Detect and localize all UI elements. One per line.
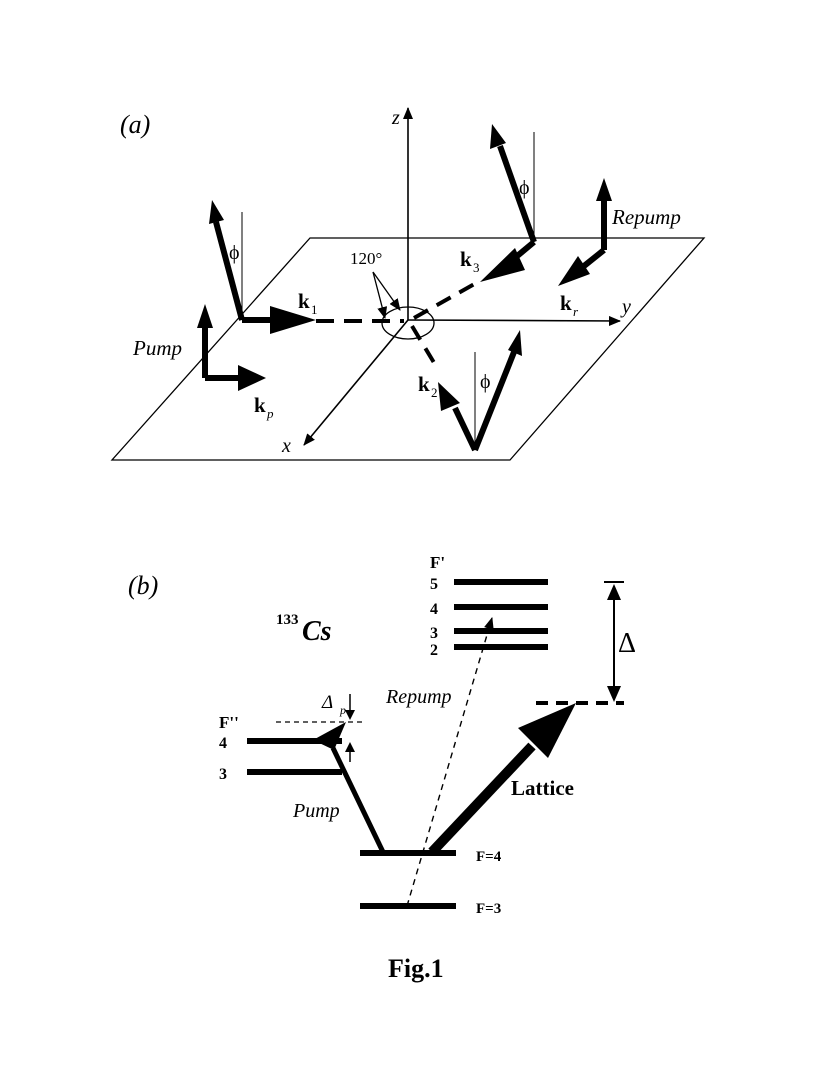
beam-k3-polarization-shaft — [497, 144, 537, 244]
phi-label-k2: ϕ — [480, 371, 491, 393]
beam-k2-polarization-shaft — [472, 350, 517, 452]
beam-k2-polarization-arrowhead — [508, 330, 522, 356]
delta-p-subscript: p — [339, 703, 346, 717]
k2-subscript: 2 — [431, 385, 438, 400]
y-axis-label: y — [620, 296, 631, 318]
lattice-transition-shaft — [428, 742, 536, 856]
beam-k3-dashed-path — [413, 280, 479, 320]
k1-subscript: 1 — [311, 302, 318, 317]
lattice-label: Lattice — [511, 776, 574, 800]
beam-k1: ϕ k 1 — [209, 200, 404, 334]
k3-label: k — [460, 247, 472, 271]
figure-caption: Fig.1 — [388, 954, 444, 983]
beam-pump: Pump k p — [132, 304, 274, 421]
angle-pointer-1 — [372, 271, 401, 311]
ground-f4-label: F=4 — [476, 849, 502, 865]
kp-label: k — [254, 393, 266, 417]
f-double-prime-level-3-label: 3 — [219, 766, 227, 783]
beam-k2-shaft — [452, 406, 478, 452]
pump-polarization-arrowhead — [197, 304, 213, 328]
beam-k3-arrowhead — [480, 248, 525, 282]
pump-label-b: Pump — [292, 800, 340, 822]
repump-label-b: Repump — [385, 686, 452, 708]
phi-label-k1: ϕ — [229, 242, 240, 264]
f-double-prime-label: F'' — [219, 713, 239, 732]
isotope-mass-number: 133 — [276, 612, 299, 628]
pump-transition-arrowhead — [313, 722, 346, 750]
k1-label: k — [298, 289, 310, 313]
repump-shaft — [582, 247, 606, 269]
kr-subscript: r — [573, 304, 579, 319]
beam-k2-dashed-path — [410, 324, 438, 368]
k2-label: k — [418, 372, 430, 396]
delta-arrowhead-bottom — [607, 686, 621, 702]
k3-subscript: 3 — [473, 260, 480, 275]
panel-a: (a) z y x 120° ϕ k 1 — [110, 107, 706, 461]
delta-label: Δ — [618, 628, 636, 659]
angle-pointer-2 — [372, 271, 388, 319]
delta-p-symbol: Δ — [321, 692, 333, 713]
kp-subscript: p — [266, 406, 274, 421]
horizontal-plane — [110, 237, 706, 461]
phi-label-k3: ϕ — [519, 177, 530, 199]
beam-k3-polarization-arrowhead — [490, 124, 506, 149]
panel-a-label: (a) — [120, 110, 150, 139]
f-prime-level-3-label: 3 — [430, 625, 438, 642]
f-prime-level-2-label: 2 — [430, 642, 438, 659]
f-double-prime-level-4-label: 4 — [219, 735, 227, 752]
beam-k2-arrowhead — [438, 382, 460, 411]
panel-b: (b) 133 Cs F' 5 4 3 2 Δ F'' 4 3 Δ p — [128, 553, 636, 917]
repump-polarization-arrowhead — [596, 178, 612, 201]
beam-k1-arrowhead — [270, 306, 316, 334]
delta-arrowhead-top — [607, 584, 621, 600]
angle-label: 120° — [350, 249, 382, 268]
z-axis-label: z — [391, 107, 400, 129]
repump-arrowhead — [558, 256, 590, 286]
x-axis-label: x — [281, 435, 291, 457]
ground-f3-label: F=3 — [476, 901, 501, 917]
delta-p-arrowhead-top — [345, 710, 355, 720]
f-prime-level-4-label: 4 — [430, 601, 438, 618]
y-axis — [407, 315, 621, 326]
isotope-symbol: Cs — [302, 616, 332, 647]
pump-arrowhead — [238, 365, 266, 391]
f-prime-level-5-label: 5 — [430, 576, 438, 593]
panel-b-label: (b) — [128, 571, 158, 600]
pump-transition-shaft — [330, 746, 386, 854]
f-prime-label: F' — [430, 553, 445, 572]
repump-label-a: Repump — [611, 205, 681, 229]
beam-repump: Repump k r — [558, 178, 681, 319]
lattice-transition-arrowhead — [518, 703, 576, 758]
beam-k3: ϕ k 3 — [413, 124, 537, 320]
pump-label-a: Pump — [132, 336, 182, 360]
beam-k1-polarization-shaft — [213, 221, 245, 321]
beam-k2: ϕ k 2 — [410, 324, 522, 452]
x-axis — [303, 319, 409, 446]
kr-label: k — [560, 291, 572, 315]
delta-p-arrowhead-bottom — [345, 742, 355, 752]
beam-k1-polarization-arrowhead — [209, 200, 224, 224]
